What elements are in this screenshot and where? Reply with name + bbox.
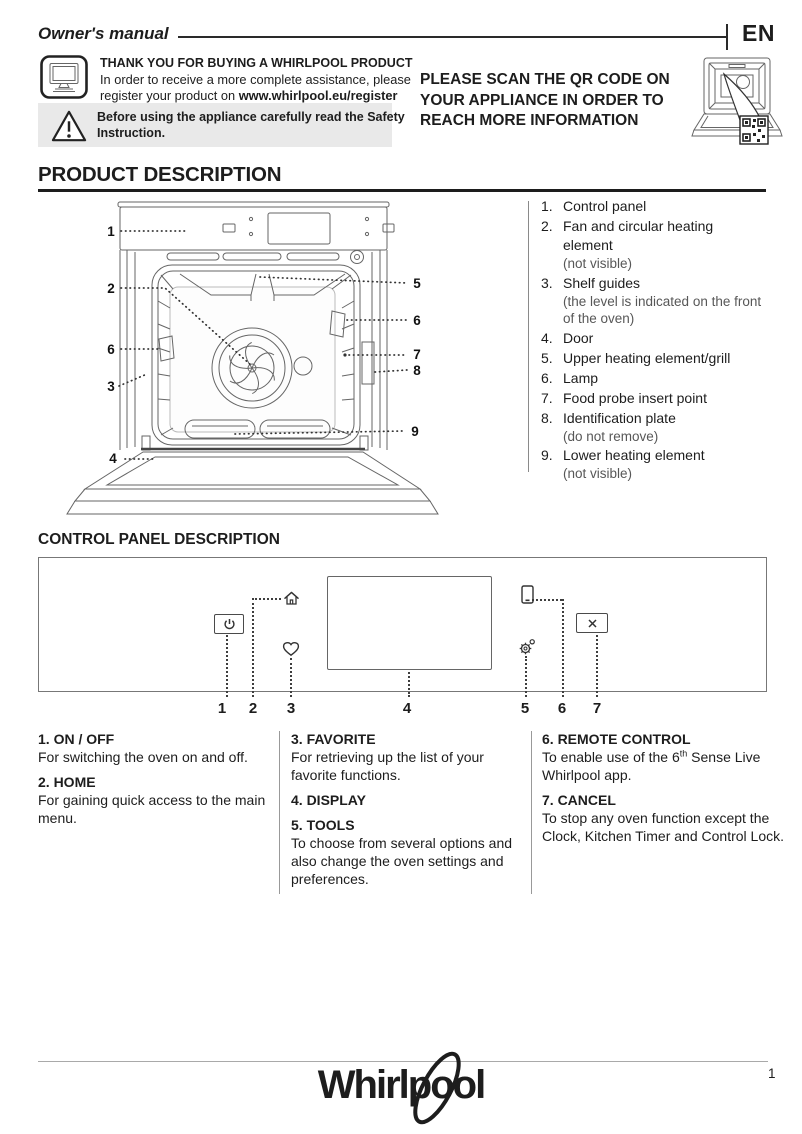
list-item: 6. Lamp: [541, 369, 599, 386]
list-item: 9. Lower heating element (not visible): [541, 447, 705, 481]
legend-title-remote: 6. REMOTE CONTROL: [542, 731, 691, 747]
legend-column-1: 1. ON / OFF For switching the oven on an…: [38, 730, 278, 827]
warning-triangle-icon: [50, 109, 88, 143]
cancel-button[interactable]: [576, 613, 608, 633]
leader-2v: [252, 598, 254, 697]
callout-2: 2: [107, 281, 115, 296]
control-panel-figure: 1 2 3 4 5 6 7: [38, 557, 765, 717]
callout-8: 8: [413, 363, 421, 378]
leader-3: [290, 658, 292, 697]
home-icon[interactable]: [283, 590, 300, 607]
display-screen[interactable]: [327, 576, 492, 670]
control-panel-heading: CONTROL PANEL DESCRIPTION: [38, 531, 280, 548]
legend-body-tools: To choose from several options and also …: [291, 835, 513, 887]
figure-number-3: 3: [286, 700, 296, 717]
figure-number-5: 5: [520, 700, 530, 717]
legend-title-on-off: 1. ON / OFF: [38, 731, 115, 747]
callout-9: 9: [411, 424, 419, 439]
legend-body-favorite: For retrieving up the list of your favor…: [291, 749, 484, 783]
register-url: www.whirlpool.eu/register: [238, 88, 398, 103]
leader-6h: [532, 599, 562, 601]
thank-you-body: In order to receive a more complete assi…: [100, 72, 411, 104]
legend-title-cancel: 7. CANCEL: [542, 792, 616, 808]
callout-4: 4: [109, 451, 117, 466]
legend-column-2: 3. FAVORITE For retrieving up the list o…: [291, 730, 526, 888]
qr-instruction: PLEASE SCAN THE QR CODE ON YOUR APPLIANC…: [420, 71, 670, 129]
list-item: 7. Food probe insert point: [541, 389, 707, 406]
figure-number-1: 1: [217, 700, 227, 717]
column-divider-1: [279, 731, 280, 894]
callout-7: 7: [413, 347, 421, 362]
heading-underline: [38, 189, 766, 192]
brand-logo: Whirlpool: [0, 1051, 802, 1125]
header-rule: [178, 36, 726, 38]
list-item: 3. Shelf guides (the level is indicated …: [541, 274, 762, 327]
header-tick: [726, 24, 728, 50]
footer-rule: [38, 1061, 768, 1062]
legend-body-on-off: For switching the oven on and off.: [38, 749, 248, 765]
remote-phone-icon[interactable]: [521, 585, 534, 604]
column-divider-2: [531, 731, 532, 894]
callout-1: 1: [107, 224, 115, 239]
list-item: 1. Control panel: [541, 198, 647, 214]
legend-title-favorite: 3. FAVORITE: [291, 731, 376, 747]
figure-number-4: 4: [402, 700, 412, 717]
power-button[interactable]: [214, 614, 244, 634]
document-title: Owner's manual: [38, 24, 169, 43]
safety-warning-box: [38, 103, 392, 147]
product-description-heading: PRODUCT DESCRIPTION: [38, 163, 282, 186]
list-item: 2. Fan and circular heating element (not…: [541, 218, 714, 271]
legend-title-home: 2. HOME: [38, 774, 96, 790]
thank-you-title: THANK YOU FOR BUYING A WHIRLPOOL PRODUCT: [100, 56, 413, 70]
callout-5: 5: [413, 276, 421, 291]
leader-2h: [252, 598, 281, 600]
leader-1: [226, 632, 228, 697]
figure-number-2: 2: [248, 700, 258, 717]
legend-body-remote: To enable use of the 6th Sense Live Whir…: [542, 748, 761, 783]
legend-title-display: 4. DISPLAY: [291, 792, 366, 808]
legend-title-tools: 5. TOOLS: [291, 817, 355, 833]
list-item: 4. Door: [541, 329, 594, 346]
brand-wordmark: Whirlpool: [317, 1063, 486, 1107]
legend-body-cancel: To stop any oven function except the Clo…: [542, 810, 784, 844]
list-divider: [528, 201, 529, 472]
callout-6-right: 6: [413, 313, 421, 328]
favorite-heart-icon[interactable]: [282, 641, 300, 657]
safety-warning-text: Before using the appliance carefully rea…: [97, 110, 405, 140]
cancel-x-icon: [587, 618, 597, 628]
leader-7: [596, 631, 598, 697]
page-number: 1: [768, 1066, 776, 1081]
oven-qr-illustration: [688, 54, 786, 154]
thank-you-line1: In order to receive a more complete assi…: [100, 72, 411, 87]
power-icon: [223, 618, 235, 629]
callout-3: 3: [107, 379, 115, 394]
leader-4: [408, 653, 410, 697]
figure-number-7: 7: [592, 700, 602, 717]
oven-diagram: 1 2 6 3 4 5 6 7 8 9: [55, 198, 505, 530]
legend-body-home: For gaining quick access to the main men…: [38, 792, 266, 826]
language-code: EN: [742, 20, 775, 46]
legend-column-3: 6. REMOTE CONTROL To enable use of the 6…: [542, 730, 785, 845]
callout-6-left: 6: [107, 342, 115, 357]
list-item: 5. Upper heating element/grill: [541, 349, 731, 366]
list-item: 8. Identification plate (do not remove): [541, 409, 676, 444]
parts-list: 1. Control panel 2. Fan and circular hea…: [541, 197, 796, 484]
leader-6v: [562, 599, 564, 697]
register-monitor-icon: [40, 55, 88, 99]
figure-number-6: 6: [557, 700, 567, 717]
thank-you-line2: register your product on: [100, 88, 239, 103]
leader-5: [525, 656, 527, 697]
tools-gear-icon[interactable]: [518, 638, 536, 656]
